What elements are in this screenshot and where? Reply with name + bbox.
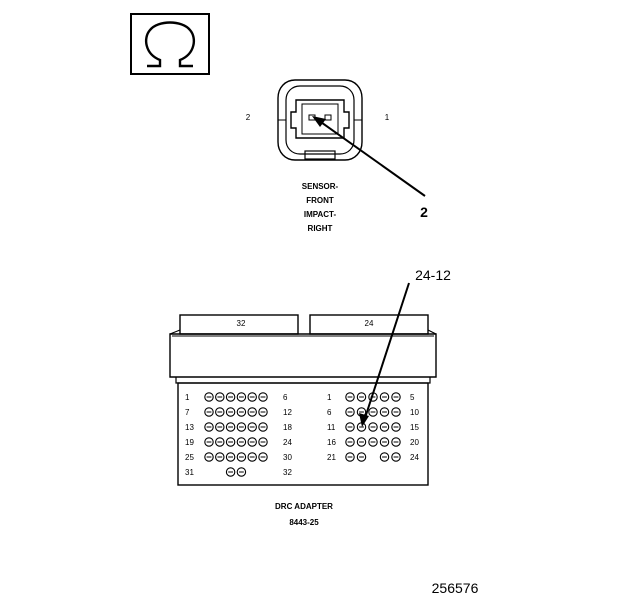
pin-cavity — [247, 407, 257, 417]
adapter-label: DRC ADAPTER — [275, 502, 333, 511]
adapter-callout-arrow — [359, 282, 410, 427]
sensor-label-line-3: IMPACT- — [304, 210, 337, 219]
pin-cavity — [204, 407, 214, 417]
pin-cavity — [204, 452, 214, 462]
ohm-symbol-icon — [130, 13, 210, 75]
sensor-connector — [277, 79, 363, 161]
adapter-left-pin-block: 1 6 7 12 13 18 19 24 25 30 31 32 — [185, 392, 292, 477]
pin-row-number: 25 — [185, 453, 194, 462]
pin-cavity — [379, 452, 390, 462]
pin-cavity — [236, 407, 247, 417]
pin-cavity — [225, 422, 236, 432]
adapter-callout-label: 24-12 — [415, 267, 451, 283]
pin-row-number: 1 — [327, 393, 332, 402]
pin-cavity — [368, 422, 378, 432]
pin-cavity — [391, 392, 401, 402]
sensor-pin-right-label: 1 — [385, 113, 390, 122]
pin-cavity — [258, 407, 268, 417]
sensor-pin-left-label: 2 — [246, 113, 251, 122]
pin-cavity — [236, 452, 247, 462]
pin-cavity — [215, 452, 225, 462]
pin-cavity — [379, 422, 390, 432]
pin-cavity — [391, 437, 401, 447]
pin-cavity — [391, 407, 401, 417]
pin-cavity — [225, 452, 236, 462]
pin-cavity — [258, 437, 268, 447]
pin-cavity — [258, 422, 268, 432]
pin-row-number: 21 — [327, 453, 336, 462]
pin-row-number: 30 — [283, 453, 292, 462]
pin-cavity — [215, 392, 225, 402]
pin-row-number: 7 — [185, 408, 190, 417]
pin-cavity — [379, 437, 390, 447]
pin-row-number: 19 — [185, 438, 194, 447]
pin-cavity — [345, 407, 355, 417]
pin-cavity — [345, 437, 355, 447]
pin-row-number: 13 — [185, 423, 194, 432]
pin-cavity — [247, 422, 257, 432]
pin-cavity — [345, 452, 355, 462]
pin-row-number: 12 — [283, 408, 292, 417]
pin-cavity — [356, 422, 367, 432]
pin-cavity — [356, 437, 367, 447]
sensor-label-line-4: RIGHT — [308, 224, 333, 233]
pin-row-number: 24 — [283, 438, 292, 447]
pin-row-number: 31 — [185, 468, 194, 477]
pin-cavity — [215, 437, 225, 447]
pin-cavity — [236, 467, 247, 477]
sensor-callout-arrow — [312, 116, 426, 197]
pin-cavity — [236, 437, 247, 447]
pin-row-number: 24 — [410, 453, 419, 462]
pin-cavity — [247, 392, 257, 402]
pin-cavity — [345, 392, 355, 402]
pin-cavity — [204, 422, 214, 432]
pin-row-number: 18 — [283, 423, 292, 432]
sensor-label-line-1: SENSOR- — [302, 182, 339, 191]
pin-cavity — [368, 392, 378, 402]
pin-cavity — [236, 422, 247, 432]
pin-cavity — [368, 437, 378, 447]
pin-row-number: 5 — [410, 393, 415, 402]
pin-cavity — [356, 407, 367, 417]
sensor-callout-label: 2 — [420, 204, 428, 220]
drc-adapter — [169, 314, 437, 486]
pin-cavity — [215, 422, 225, 432]
pin-cavity — [356, 452, 367, 462]
pin-cavity — [215, 407, 225, 417]
adapter-header-left: 32 — [237, 319, 246, 328]
pin-row-number: 15 — [410, 423, 419, 432]
pin-cavity — [391, 422, 401, 432]
pin-row-number: 6 — [283, 393, 288, 402]
pin-row-number: 20 — [410, 438, 419, 447]
pin-cavity — [247, 452, 257, 462]
pin-cavity — [225, 467, 236, 477]
pin-cavity — [204, 437, 214, 447]
pin-cavity — [225, 392, 236, 402]
pin-row-number: 1 — [185, 393, 190, 402]
pin-cavity — [391, 452, 401, 462]
pin-cavity — [258, 392, 268, 402]
sensor-label-line-2: FRONT — [306, 196, 334, 205]
pin-cavity — [236, 392, 247, 402]
pin-row-number: 32 — [283, 468, 292, 477]
pin-row-number: 16 — [327, 438, 336, 447]
figure-number: 256576 — [432, 580, 479, 596]
pin-cavity — [225, 407, 236, 417]
pin-cavity — [247, 437, 257, 447]
pin-cavity — [258, 452, 268, 462]
pin-row-number: 10 — [410, 408, 419, 417]
pin-cavity — [379, 392, 390, 402]
pin-cavity — [204, 392, 214, 402]
pin-row-number: 6 — [327, 408, 332, 417]
adapter-header-right: 24 — [365, 319, 374, 328]
pin-cavity — [368, 407, 378, 417]
pin-cavity — [345, 422, 355, 432]
adapter-part-number: 8443-25 — [289, 518, 319, 527]
pin-cavity — [356, 392, 367, 402]
pin-cavity — [379, 407, 390, 417]
pin-row-number: 11 — [327, 423, 336, 432]
pin-cavity — [225, 437, 236, 447]
